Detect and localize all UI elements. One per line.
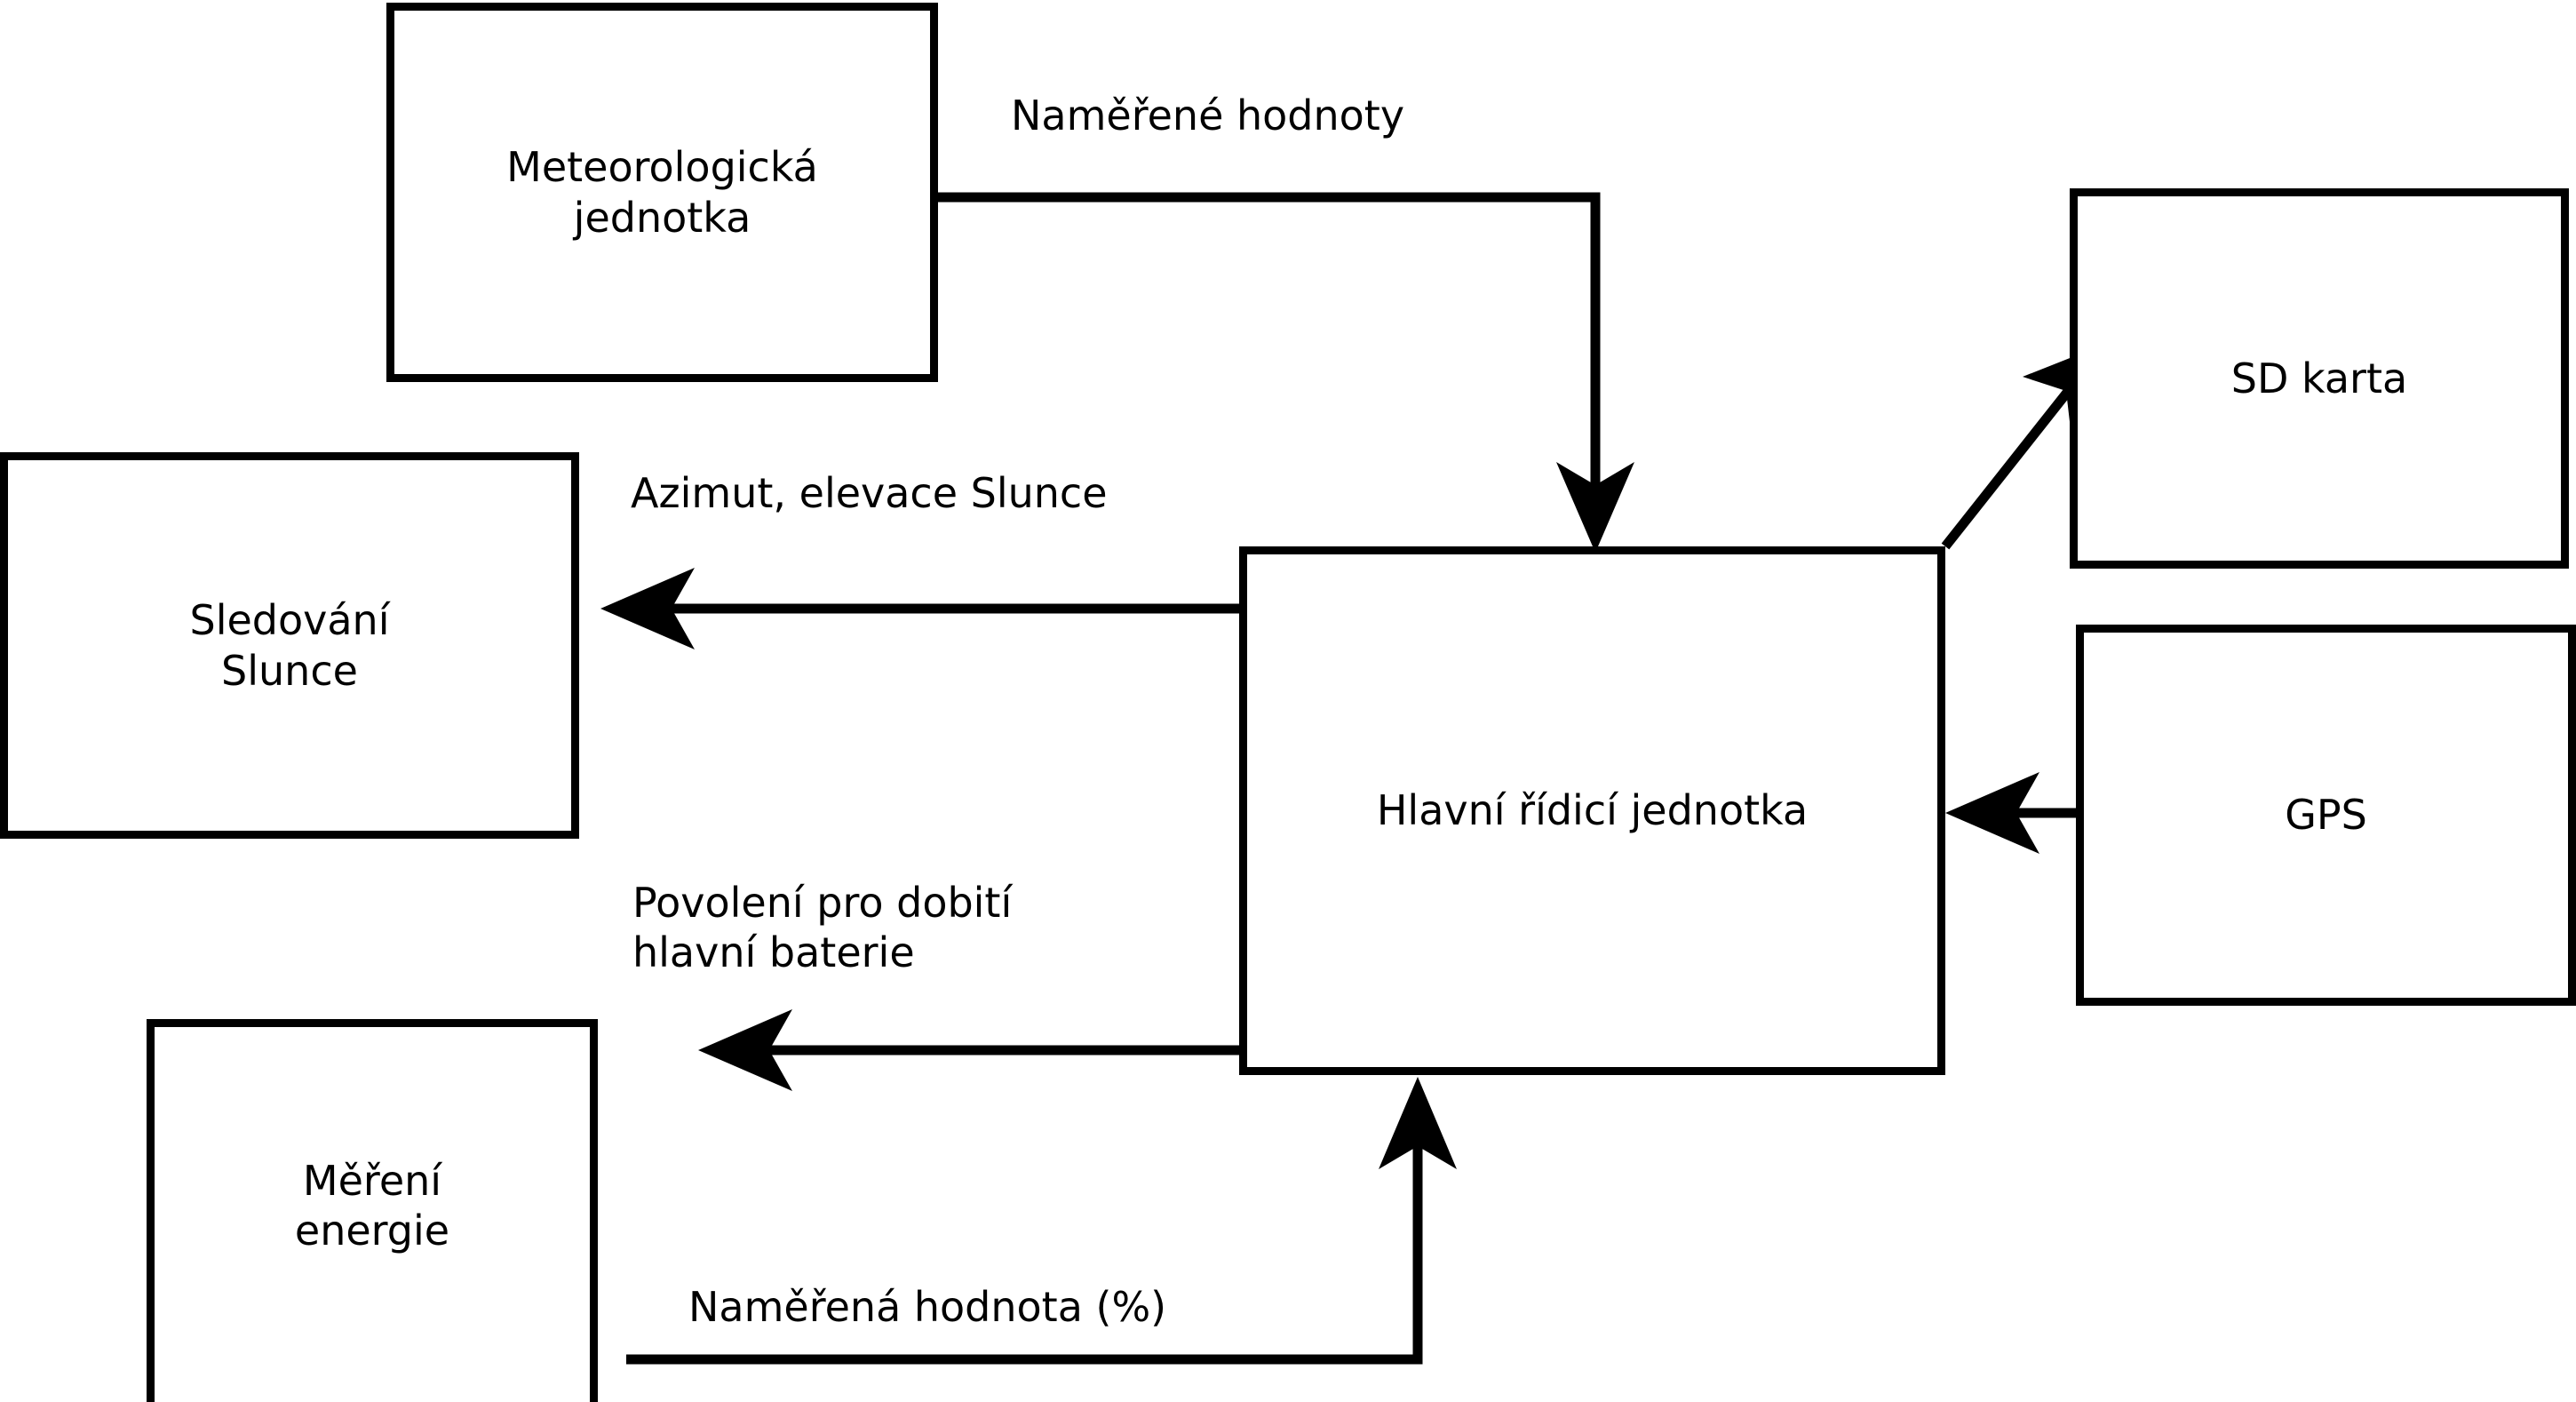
connector-main-to-sun-tracking bbox=[600, 568, 1239, 649]
edge-label-azimut-elevace-slunce: Azimut, elevace Slunce bbox=[631, 469, 1108, 517]
node-label-gps: GPS bbox=[2285, 791, 2367, 840]
edge-label-povoleni-pro-dobiti-hlavni-baterie: Povolení pro dobití hlavní baterie bbox=[632, 879, 1013, 977]
node-label-mereni-energie: Měření energie bbox=[294, 1156, 450, 1255]
node-label-sledovani-slunce: Sledování Slunce bbox=[189, 596, 390, 695]
node-sd-karta[interactable]: SD karta bbox=[2070, 188, 2569, 569]
node-label-hlavni-ridici-jednotka: Hlavní řídicí jednotka bbox=[1376, 786, 1809, 835]
node-hlavni-ridici-jednotka[interactable]: Hlavní řídicí jednotka bbox=[1239, 546, 1945, 1075]
node-mereni-energie[interactable]: Měření energie bbox=[147, 1019, 598, 1402]
node-sledovani-slunce[interactable]: Sledování Slunce bbox=[0, 452, 579, 839]
edge-label-namerena-hodnota-procenta: Naměřená hodnota (%) bbox=[688, 1283, 1167, 1331]
connector-main-to-energy-measurement bbox=[698, 1009, 1239, 1091]
node-meteorologicka-jednotka[interactable]: Meteorologická jednotka bbox=[386, 3, 938, 382]
connector-meteo-to-main bbox=[938, 192, 1634, 553]
node-label-sd-karta: SD karta bbox=[2230, 354, 2408, 402]
connector-gps-to-main bbox=[1945, 772, 2076, 854]
node-label-meteorologicka-jednotka: Meteorologická jednotka bbox=[506, 143, 818, 242]
connector-energy-measurement-to-main bbox=[626, 1077, 1457, 1365]
node-gps[interactable]: GPS bbox=[2076, 625, 2576, 1006]
edge-label-namerene-hodnoty: Naměřené hodnoty bbox=[1011, 92, 1405, 139]
